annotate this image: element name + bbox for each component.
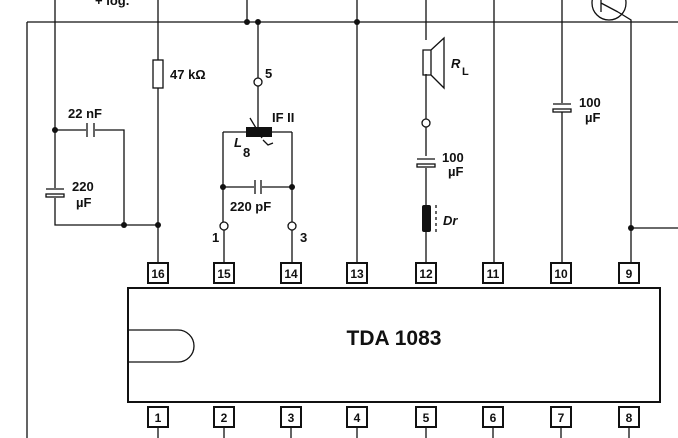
ic-name: TDA 1083 xyxy=(347,327,442,350)
ic-notch xyxy=(128,329,195,363)
pin-label: 16 xyxy=(151,267,165,281)
pin-box xyxy=(618,262,640,284)
svg-text:IF II: IF II xyxy=(272,110,294,125)
pin-label: 8 xyxy=(626,411,633,425)
svg-text:L: L xyxy=(462,66,469,78)
capacitor-22n xyxy=(86,123,95,137)
svg-text:3: 3 xyxy=(300,230,307,245)
svg-text:1: 1 xyxy=(212,230,219,245)
terminals xyxy=(219,77,431,231)
pin-box xyxy=(482,406,504,428)
pin-label: 3 xyxy=(288,411,295,425)
pin-label: 4 xyxy=(354,411,361,425)
capacitor-220p xyxy=(254,180,262,194)
svg-text:5: 5 xyxy=(265,66,272,81)
pin-box xyxy=(346,406,368,428)
pin-box xyxy=(280,262,302,284)
resistor-47k xyxy=(152,59,164,89)
pin-label: 5 xyxy=(423,411,430,425)
pin-label: 6 xyxy=(490,411,497,425)
svg-text:+ log.: + log. xyxy=(95,0,129,8)
svg-text:L: L xyxy=(234,135,242,150)
pin-box xyxy=(346,262,368,284)
svg-text:µF: µF xyxy=(448,164,463,179)
choke-dr xyxy=(422,205,431,232)
pin-box xyxy=(415,406,437,428)
svg-text:8: 8 xyxy=(243,145,250,160)
pin-box xyxy=(415,262,437,284)
svg-text:µF: µF xyxy=(76,195,91,210)
pin-box xyxy=(550,262,572,284)
pin-label: 1 xyxy=(155,411,162,425)
pin-box xyxy=(213,406,235,428)
svg-text:220 pF: 220 pF xyxy=(230,199,271,214)
svg-text:Dr: Dr xyxy=(443,213,458,228)
pin-box xyxy=(147,262,169,284)
pin-label: 12 xyxy=(419,267,433,281)
pin-box xyxy=(550,406,572,428)
svg-text:220: 220 xyxy=(72,179,94,194)
pin-label: 11 xyxy=(487,267,500,281)
pin-label: 15 xyxy=(217,267,231,281)
svg-text:100: 100 xyxy=(579,95,601,110)
svg-text:22 nF: 22 nF xyxy=(68,106,102,121)
pin-label: 7 xyxy=(558,411,565,425)
pin-box xyxy=(280,406,302,428)
svg-text:47 kΩ: 47 kΩ xyxy=(170,67,206,82)
ic-tda1083: TDA 1083 xyxy=(127,287,661,403)
pin-box xyxy=(147,406,169,428)
pin-box xyxy=(213,262,235,284)
svg-text:R: R xyxy=(451,56,461,71)
svg-text:100: 100 xyxy=(442,150,464,165)
svg-text:µF: µF xyxy=(585,110,600,125)
pin-label: 13 xyxy=(350,267,364,281)
pin-label: 14 xyxy=(284,267,298,281)
pin-label: 9 xyxy=(626,267,633,281)
components xyxy=(45,0,627,232)
pin-box xyxy=(482,262,504,284)
pin-label: 10 xyxy=(554,267,568,281)
junction-dots xyxy=(52,19,634,231)
transistor-icon xyxy=(591,0,627,21)
component-labels: + log. 22 nF 220 µF 47 kΩ 5 IF II L 8 22… xyxy=(68,0,601,245)
pin-box xyxy=(618,406,640,428)
speaker-icon xyxy=(422,36,445,90)
pin-label: 2 xyxy=(221,411,228,425)
